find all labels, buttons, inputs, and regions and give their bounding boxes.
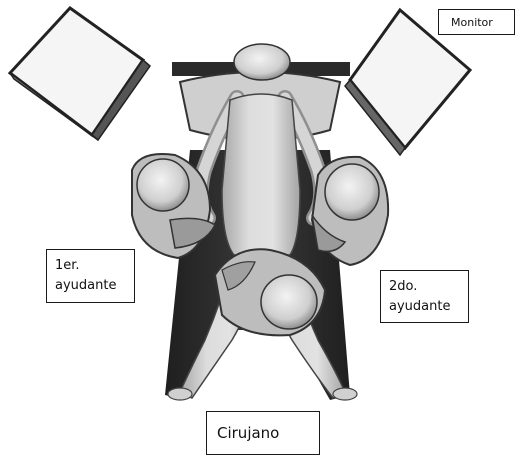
monitor-label: Monitor xyxy=(438,9,515,35)
surgeon-head xyxy=(261,275,317,329)
monitor-left xyxy=(10,8,150,140)
second-assistant-label-line-2: ayudante xyxy=(389,297,468,317)
first-assistant-head xyxy=(137,159,189,211)
patient-head xyxy=(234,44,290,80)
first-assistant-label: 1er. ayudante xyxy=(46,249,135,303)
surgeon-label: Cirujano xyxy=(206,411,320,455)
second-assistant-figure xyxy=(312,157,388,265)
first-assistant-label-line-1: 1er. xyxy=(55,256,134,276)
monitor-label-text: Monitor xyxy=(451,16,493,29)
second-assistant-label-line-1: 2do. xyxy=(389,277,468,297)
surgeon-label-text: Cirujano xyxy=(217,424,279,442)
second-assistant-head xyxy=(325,164,379,220)
first-assistant-label-line-2: ayudante xyxy=(55,276,134,296)
second-assistant-label: 2do. ayudante xyxy=(380,270,469,323)
